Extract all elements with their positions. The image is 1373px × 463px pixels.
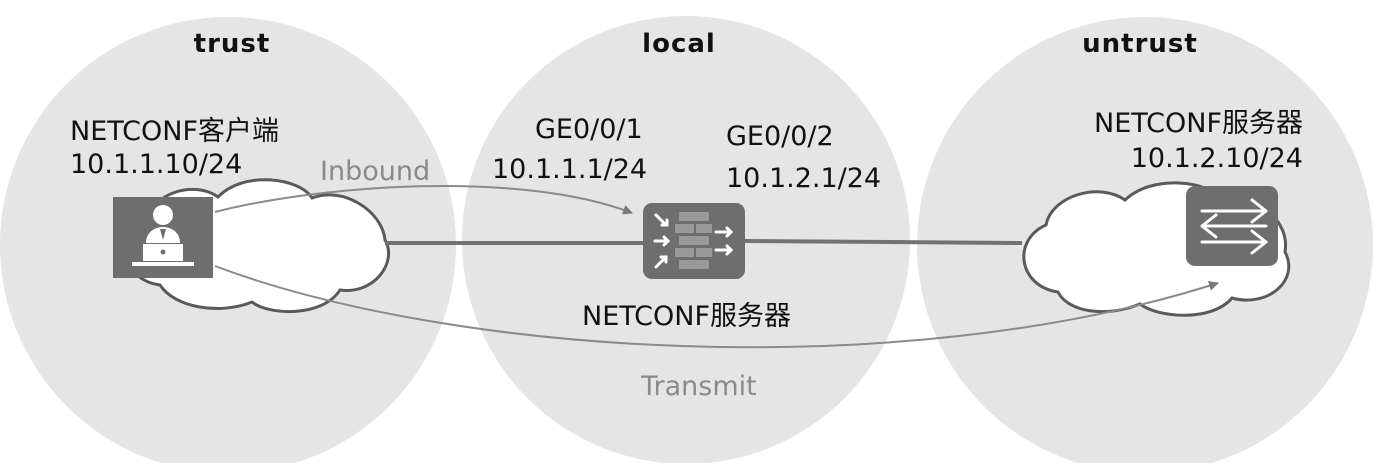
inbound-flow-arrow: [214, 185, 633, 215]
zone-untrust-title: untrust: [1082, 29, 1198, 59]
server-ip: 10.1.2.10/24: [1131, 143, 1303, 174]
zone-local-title: local: [642, 29, 716, 59]
transmit-flow-label: Transmit: [640, 371, 757, 402]
inbound-flow-label: Inbound: [320, 156, 430, 187]
firewall-name: NETCONF服务器: [582, 301, 791, 332]
interface-ge002-ip: 10.1.2.1/24: [726, 163, 881, 194]
transmit-flow-arrow: [214, 265, 1219, 349]
link-firewall-to-untrust: [744, 239, 1023, 245]
interface-ge002-name: GE0/0/2: [726, 121, 834, 152]
firewall-icon: [643, 203, 745, 279]
server-name: NETCONF服务器: [1094, 108, 1303, 139]
user-laptop-icon: [113, 197, 213, 278]
client-name: NETCONF客户端: [70, 116, 279, 147]
zone-trust-title: trust: [194, 29, 271, 59]
interface-ge001-name: GE0/0/1: [535, 114, 643, 145]
switch-icon: [1186, 186, 1278, 266]
interface-ge001-ip: 10.1.1.1/24: [492, 154, 647, 185]
client-ip: 10.1.1.10/24: [70, 149, 242, 180]
